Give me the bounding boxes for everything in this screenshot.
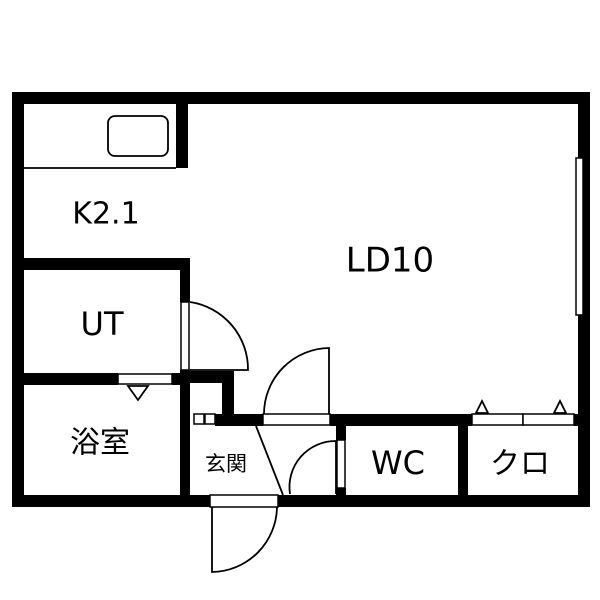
interior-walls xyxy=(12,258,578,495)
room-label-toilet: WC xyxy=(371,444,425,482)
room-label-living-dining: LD10 xyxy=(346,241,434,281)
window xyxy=(575,157,584,316)
bath-door[interactable] xyxy=(117,373,173,385)
ld-door[interactable] xyxy=(262,347,331,426)
entrance-step-line xyxy=(255,425,284,496)
kitchen-partition-wall xyxy=(176,104,188,168)
sink-icon xyxy=(107,115,169,157)
triangle-marker-icon xyxy=(126,385,150,402)
room-label-bathroom: 浴室 xyxy=(70,426,130,461)
entrance-door[interactable] xyxy=(209,494,279,573)
room-label-utility: UT xyxy=(81,305,124,343)
wc-door[interactable] xyxy=(288,439,346,495)
outer-walls xyxy=(12,92,590,507)
room-label-closet: クロ xyxy=(490,447,550,482)
shoe-box xyxy=(204,413,216,425)
ut-door[interactable] xyxy=(180,301,249,371)
shoe-box xyxy=(193,413,205,425)
closet-doors[interactable] xyxy=(471,398,575,426)
room-label-entrance: 玄関 xyxy=(205,452,247,476)
room-label-kitchen: K2.1 xyxy=(72,197,139,232)
